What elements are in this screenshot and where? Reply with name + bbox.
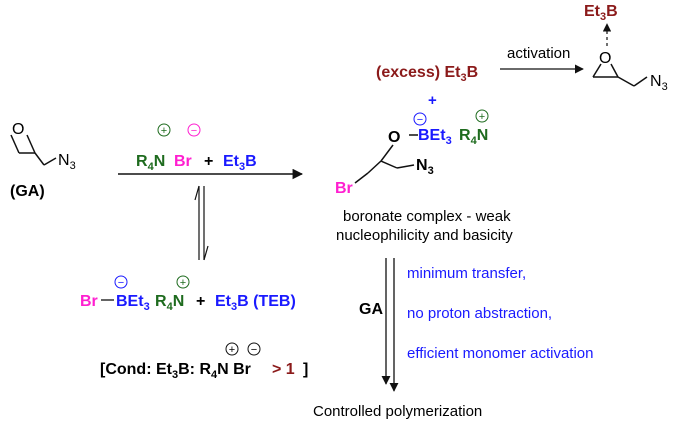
eq-bromine: Br <box>80 293 98 310</box>
complex-borate: BEt3 <box>418 127 452 147</box>
eq-borate: BEt3 <box>116 293 150 313</box>
complex-borate-negative-charge <box>413 112 427 126</box>
complex-oxygen: O <box>388 129 400 146</box>
reagent-r4n: R4N <box>136 153 165 173</box>
ammonium-positive-sign: + <box>161 125 167 137</box>
polymerization-ga-label: GA <box>359 301 383 318</box>
complex-caption-line1: boronate complex - weak <box>343 208 511 225</box>
excess-teb: (excess) Et3B <box>376 64 478 84</box>
eq-plus: + <box>196 293 205 310</box>
note-no-proton-abstraction: no proton abstraction, <box>407 305 552 322</box>
complex-ammonium-positive-sign: + <box>479 111 485 123</box>
polymerization-step: GA minimum transfer, no proton abstracti… <box>313 258 593 420</box>
epoxide-ring-bonds <box>10 134 57 166</box>
ammonium-positive-charge <box>157 123 171 137</box>
complex-azide: N3 <box>416 157 434 177</box>
borate-negative-charge <box>114 275 128 289</box>
eq-teb: Et3B (TEB) <box>215 293 296 313</box>
complex-bonds <box>354 134 418 184</box>
condition-close-bracket: ] <box>303 361 308 378</box>
cond-positive-sign: + <box>229 344 235 356</box>
eq-ammonium-positive-charge <box>176 275 190 289</box>
activated-epoxide-azide: N3 <box>650 73 668 93</box>
note-minimum-transfer: minimum transfer, <box>407 265 526 282</box>
cond-positive-charge <box>225 342 239 356</box>
eq-ammonium-positive-sign: + <box>180 277 186 289</box>
condition-greater-than: > 1 <box>272 361 295 378</box>
note-efficient-activation: efficient monomer activation <box>407 345 593 362</box>
bromide-negative-sign: − <box>191 125 197 137</box>
controlled-polymerization-label: Controlled polymerization <box>313 403 482 420</box>
complex-ammonium: R4N <box>459 127 488 147</box>
glycidyl-azide-structure: O N3 (GA) <box>10 121 76 200</box>
azide-label: N3 <box>58 152 76 172</box>
complex-caption-line2: nucleophilicity and basicity <box>336 227 513 244</box>
complex-extra-plus: + <box>428 92 437 109</box>
boronate-complex: O BEt3 − + R4N + N3 Br boronate complex … <box>335 92 513 244</box>
activation-step: (excess) Et3B activation Et3B O N3 <box>376 3 668 93</box>
equilibrium-species: Br BEt3 − R4N + + Et3B (TEB) [Cond: Et3B… <box>80 275 308 381</box>
cond-negative-sign: − <box>251 344 257 356</box>
reagent-triethylborane: Et3B <box>223 153 257 173</box>
activation-label: activation <box>507 45 570 62</box>
reaction-plus: + <box>204 153 213 170</box>
complex-bromine: Br <box>335 180 353 197</box>
cond-negative-charge <box>247 342 261 356</box>
condition-text: [Cond: Et3B: R4N Br <box>100 361 251 381</box>
ga-label: (GA) <box>10 183 45 200</box>
complex-ammonium-positive-charge <box>475 109 489 123</box>
complex-borate-negative-sign: − <box>417 114 423 126</box>
eq-ammonium: R4N <box>155 293 184 313</box>
activated-epoxide-oxygen: O <box>599 50 611 67</box>
reaction-step: R4N + Br − + Et3B <box>118 123 304 180</box>
reagent-bromide: Br <box>174 153 192 170</box>
bromide-negative-charge <box>187 123 201 137</box>
borate-negative-sign: − <box>118 277 124 289</box>
epoxide-oxygen-label: O <box>12 121 24 138</box>
equilibrium-arrows <box>194 185 209 261</box>
activated-epoxide-bonds <box>592 63 648 87</box>
top-triethylborane: Et3B <box>584 3 618 23</box>
